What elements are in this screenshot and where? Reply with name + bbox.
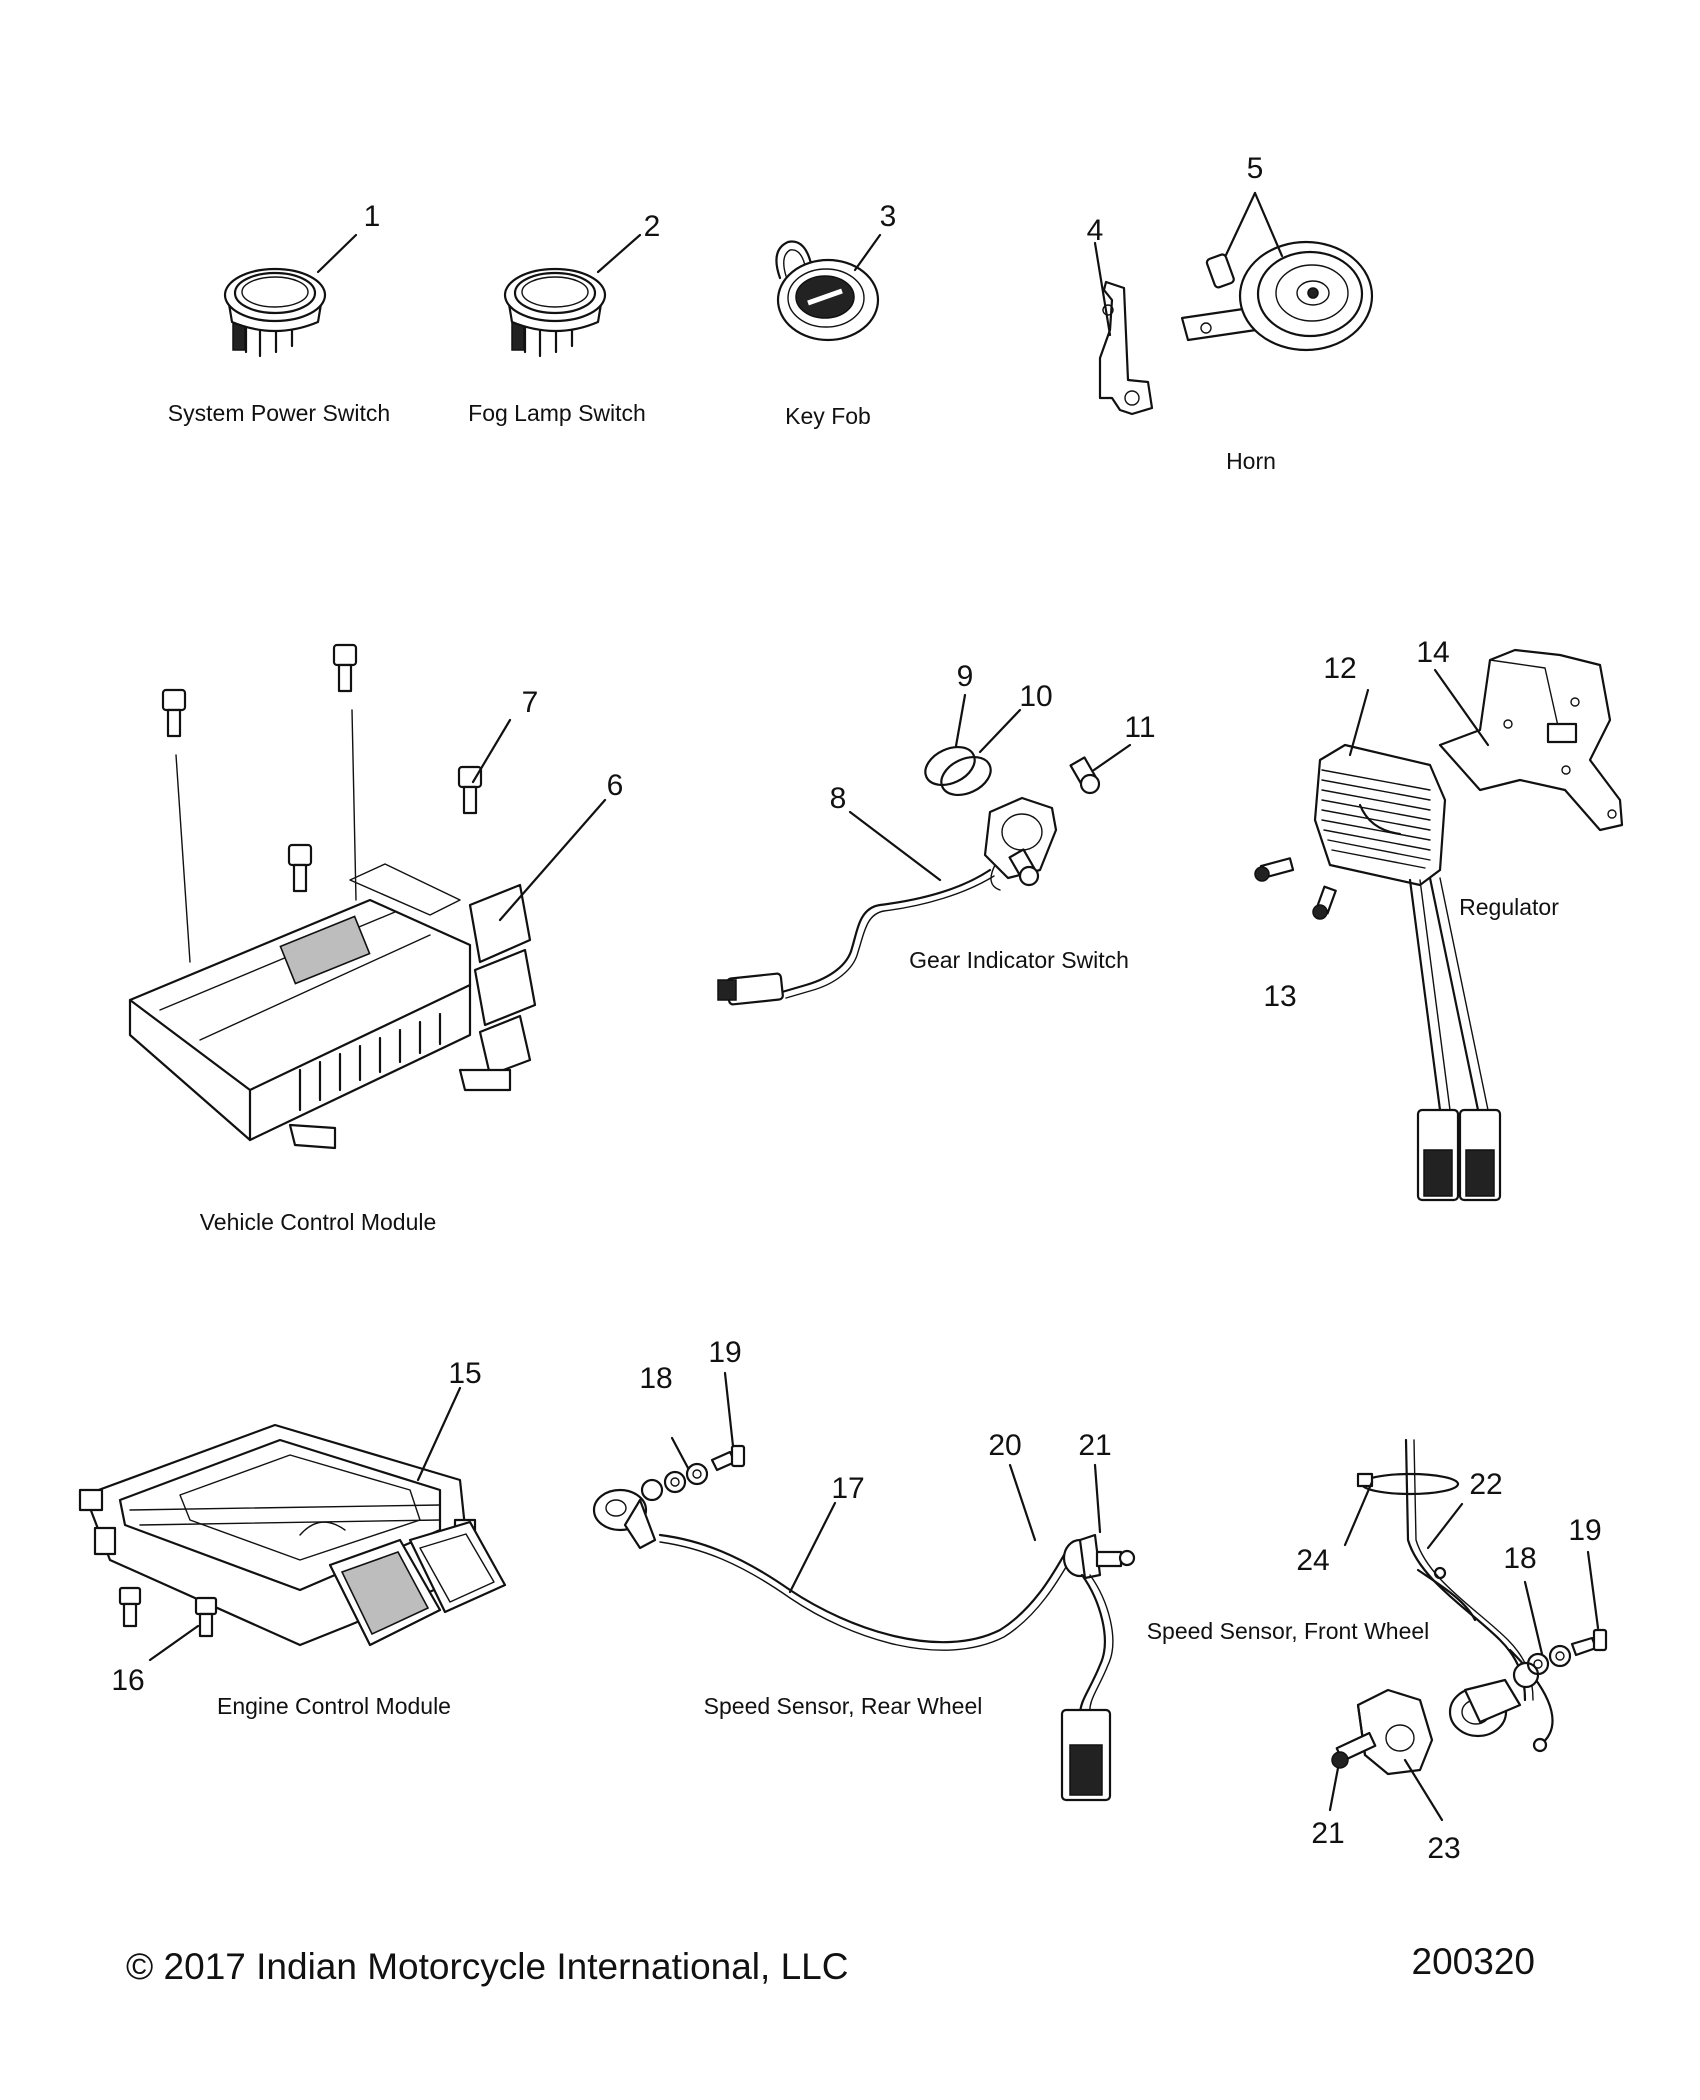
- leader-22: [1426, 1502, 1464, 1550]
- callout-16: 16: [111, 1664, 144, 1697]
- callout-21-front: 21: [1311, 1817, 1344, 1850]
- caption-engine-control-module: Engine Control Module: [217, 1693, 451, 1719]
- callout-15: 15: [448, 1357, 481, 1390]
- key-fob-drawing: [775, 240, 880, 342]
- leader-7: [471, 718, 512, 784]
- leader-9: [954, 693, 967, 748]
- callout-9: 9: [957, 660, 974, 693]
- leader-17: [788, 1501, 837, 1594]
- callout-12: 12: [1323, 652, 1356, 685]
- callout-3: 3: [880, 200, 897, 233]
- caption-speed-sensor-front: Speed Sensor, Front Wheel: [1147, 1618, 1430, 1644]
- caption-speed-sensor-rear: Speed Sensor, Rear Wheel: [704, 1693, 983, 1719]
- callout-2: 2: [644, 210, 661, 243]
- leader-8: [848, 810, 942, 882]
- leader-15: [416, 1386, 462, 1482]
- callout-18-front: 18: [1503, 1542, 1536, 1575]
- copyright-text: © 2017 Indian Motorcycle International, …: [126, 1946, 848, 1987]
- callout-21-rear: 21: [1078, 1429, 1111, 1462]
- callout-11: 11: [1124, 711, 1155, 744]
- callout-10: 10: [1019, 680, 1052, 713]
- callout-5: 5: [1247, 152, 1264, 185]
- leader-14: [1433, 668, 1490, 747]
- leader-19-rear: [723, 1371, 735, 1448]
- speed-sensor-rear-drawing: [592, 1444, 1136, 1802]
- leader-18-rear: [670, 1436, 690, 1470]
- leader-12: [1348, 688, 1370, 757]
- callout-19-front: 19: [1568, 1514, 1601, 1547]
- engine-control-module-drawing: [78, 1423, 507, 1647]
- caption-regulator: Regulator: [1459, 894, 1559, 920]
- regulator-drawing: [1254, 648, 1624, 1202]
- callout-13: 13: [1263, 980, 1296, 1013]
- callout-1: 1: [364, 200, 381, 233]
- callout-22: 22: [1469, 1468, 1502, 1501]
- vehicle-control-module-drawing: [128, 643, 537, 1150]
- callout-4: 4: [1087, 214, 1104, 247]
- callout-8: 8: [830, 782, 847, 815]
- callout-24: 24: [1296, 1544, 1329, 1577]
- callout-18-rear: 18: [639, 1362, 672, 1395]
- leader-5b: [1253, 191, 1284, 258]
- leader-5a: [1224, 191, 1257, 257]
- callout-7: 7: [522, 686, 539, 719]
- caption-key-fob: Key Fob: [785, 403, 871, 429]
- caption-vehicle-control-module: Vehicle Control Module: [200, 1209, 437, 1235]
- callout-17: 17: [831, 1472, 864, 1505]
- leader-18-front: [1523, 1580, 1544, 1656]
- leader-24: [1343, 1480, 1374, 1547]
- gear-indicator-switch-drawing: [717, 745, 1101, 1006]
- caption-horn: Horn: [1226, 448, 1276, 474]
- diagram-number: 200320: [1412, 1941, 1535, 1982]
- leader-4: [1093, 241, 1112, 337]
- fog-lamp-switch-drawing: [503, 267, 607, 358]
- caption-fog-lamp-switch: Fog Lamp Switch: [468, 400, 646, 426]
- callout-6: 6: [607, 769, 624, 802]
- leader-21-rear: [1093, 1463, 1102, 1534]
- speed-sensor-front-drawing: [1331, 1438, 1608, 1776]
- leader-23: [1403, 1758, 1444, 1822]
- callout-19-rear: 19: [708, 1336, 741, 1369]
- leader-3: [853, 233, 882, 272]
- callout-20: 20: [988, 1429, 1021, 1462]
- callout-14: 14: [1416, 636, 1449, 669]
- horn-drawing: [1098, 240, 1374, 416]
- leader-19-front: [1586, 1550, 1600, 1630]
- leader-2: [596, 233, 642, 274]
- leader-20: [1008, 1463, 1037, 1542]
- leader-11: [1092, 743, 1132, 772]
- caption-gear-indicator-switch: Gear Indicator Switch: [909, 947, 1129, 973]
- leader-6: [498, 798, 607, 922]
- callout-23: 23: [1427, 1832, 1460, 1865]
- leader-10: [978, 708, 1022, 754]
- leader-1: [316, 233, 358, 274]
- system-power-switch-drawing: [223, 267, 327, 358]
- leader-21-front: [1328, 1766, 1340, 1812]
- leader-16: [148, 1624, 200, 1662]
- caption-system-power-switch: System Power Switch: [168, 400, 390, 426]
